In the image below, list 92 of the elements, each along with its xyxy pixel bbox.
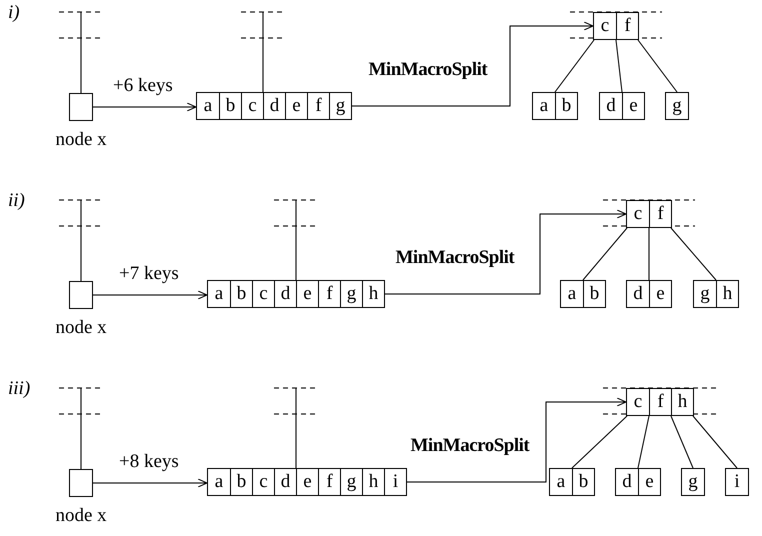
key: f [318,281,340,307]
key: h [671,389,693,415]
btree-node [207,280,385,308]
btree-node [593,12,639,40]
case-label: i) [8,2,20,24]
btree-node [599,92,645,120]
edge-label: +7 keys [119,263,179,285]
key: a [550,469,572,495]
arrow [352,22,594,106]
empty-node-box [69,469,93,497]
tree-edge [692,416,738,468]
key: i [726,469,748,495]
arrow [92,102,196,112]
tree-edge [572,416,628,468]
key: c [627,389,649,415]
case-label: ii) [8,190,25,212]
tree-edge [554,40,594,92]
key: g [666,93,688,119]
node-caption: node x [56,317,107,339]
key: e [296,469,318,495]
key: a [561,281,583,307]
key: b [583,281,605,307]
key: e [638,469,660,495]
key: i [384,469,406,495]
btree-node [626,388,694,416]
key: c [252,281,274,307]
key: g [329,93,351,119]
node-caption: node x [56,129,107,151]
key: g [694,281,716,307]
key: h [362,469,384,495]
key: c [627,201,649,227]
key: d [274,281,296,307]
edge-label: MinMacroSplit [396,247,514,269]
arrow [92,290,208,300]
btree-node [196,92,352,120]
key: f [649,389,671,415]
arrow [384,210,626,294]
key: b [219,93,241,119]
key: e [649,281,671,307]
key: a [533,93,555,119]
btree-node [560,280,606,308]
key: d [616,469,638,495]
node-caption: node x [56,505,107,527]
tree-edge [582,228,628,280]
key: c [252,469,274,495]
empty-node-box [69,281,93,309]
key: a [208,469,230,495]
key: d [627,281,649,307]
key: d [263,93,285,119]
edge-label: MinMacroSplit [368,59,488,81]
btree-node [207,468,407,496]
empty-node-box [69,93,93,121]
arrow [92,478,208,488]
key: e [296,281,318,307]
tree-edge [670,228,716,280]
btree-node [549,468,595,496]
key: b [230,281,252,307]
key: d [274,469,296,495]
key: f [307,93,329,119]
key: a [197,93,219,119]
arrow [406,398,626,482]
key: g [682,469,704,495]
btree-node [626,280,672,308]
key: e [622,93,644,119]
key: c [241,93,263,119]
key: e [285,93,307,119]
key: a [208,281,230,307]
key: f [616,13,638,39]
key: d [600,93,622,119]
btree-node [615,468,661,496]
key: c [594,13,616,39]
tree-edge [648,228,650,280]
case-label: iii) [8,378,30,400]
edge-label: MinMacroSplit [410,435,530,457]
key: b [572,469,594,495]
key: g [340,281,362,307]
tree-edge [670,416,694,468]
btree-node [693,280,739,308]
tree-edge [638,416,650,468]
key: h [716,281,738,307]
edge-label: +8 keys [119,451,179,473]
key: b [230,469,252,495]
key: b [555,93,577,119]
btree-node [626,200,672,228]
key: h [362,281,384,307]
btree-node [532,92,578,120]
tree-edge [616,40,622,92]
key: f [649,201,671,227]
edge-label: +6 keys [113,75,173,97]
tree-edge [638,40,678,92]
key: g [340,469,362,495]
key: f [318,469,340,495]
